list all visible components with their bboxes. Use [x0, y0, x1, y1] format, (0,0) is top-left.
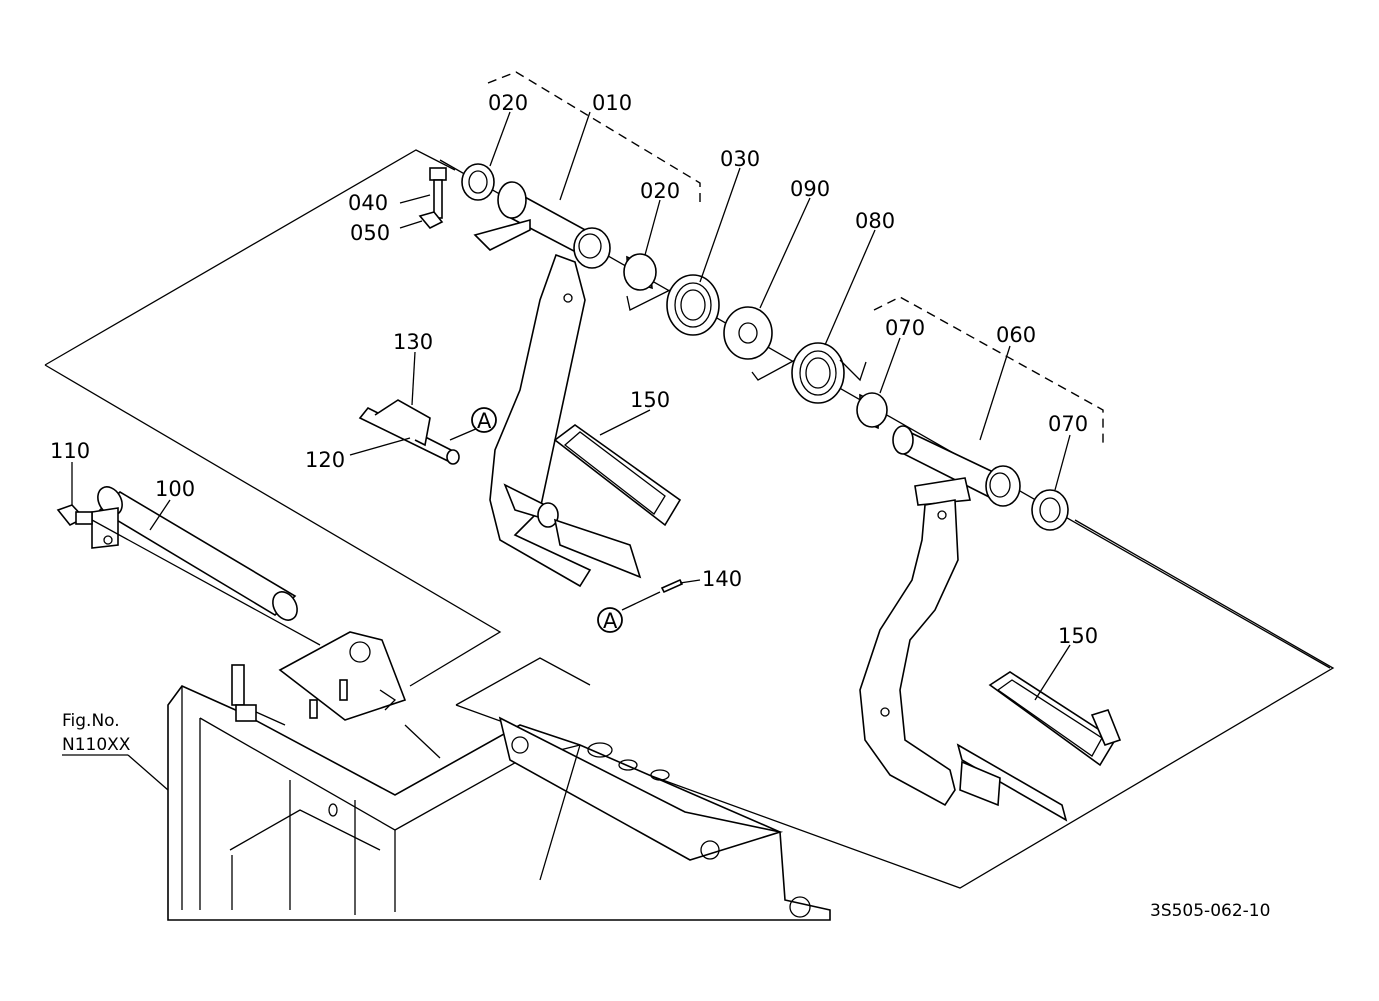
fig-ref-line1: Fig.No. — [62, 711, 120, 731]
label-010: 010 — [592, 91, 632, 115]
label-150-right: 150 — [1058, 624, 1098, 648]
label-100: 100 — [155, 477, 195, 501]
bushing-020-left — [461, 163, 495, 201]
washer-090 — [723, 306, 773, 360]
spring-080 — [751, 342, 867, 404]
pin-140 — [660, 578, 684, 594]
pedal-shaft-100 — [91, 486, 298, 621]
label-120: 120 — [305, 448, 345, 472]
pedal-pad-150-right — [988, 671, 1122, 767]
brake-pedal-010 — [473, 181, 642, 588]
label-070-right: 070 — [1048, 412, 1088, 436]
bushing-070-left — [856, 392, 888, 430]
group-bracket-060 — [873, 296, 1104, 445]
assembly-boundary-right — [455, 519, 1335, 889]
spring-030 — [626, 274, 720, 336]
group-bracket-010 — [487, 71, 701, 205]
ref-label-a-1: A — [477, 409, 492, 433]
label-040: 040 — [348, 191, 388, 215]
leader-lines — [62, 111, 1071, 791]
nut-050 — [418, 211, 444, 229]
label-020-right: 020 — [640, 179, 680, 203]
assembly-boundary-left — [44, 149, 502, 687]
label-030: 030 — [720, 147, 760, 171]
clip-130 — [374, 399, 431, 447]
drawing-code: 3S505-062-10 — [1150, 901, 1270, 921]
bushing-020-right — [623, 253, 657, 291]
pedal-pad-150-left — [553, 424, 682, 527]
ref-circle-a-2 — [597, 607, 623, 633]
label-020-left: 020 — [488, 91, 528, 115]
tractor-frame — [167, 631, 831, 921]
bushing-070-right — [1031, 489, 1069, 531]
ref-label-a-2: A — [603, 609, 618, 633]
label-110: 110 — [50, 439, 90, 463]
label-130: 130 — [393, 330, 433, 354]
label-080: 080 — [855, 209, 895, 233]
brake-pedal-060 — [859, 425, 1068, 822]
label-150-left: 150 — [630, 388, 670, 412]
fig-ref-line2: N110XX — [62, 735, 131, 755]
bolt-040 — [429, 167, 447, 219]
label-060: 060 — [996, 323, 1036, 347]
bolt-110 — [56, 504, 93, 527]
label-090: 090 — [790, 177, 830, 201]
label-140: 140 — [702, 567, 742, 591]
label-050: 050 — [350, 221, 390, 245]
label-070-left: 070 — [885, 316, 925, 340]
ref-circle-a-1 — [471, 407, 497, 433]
